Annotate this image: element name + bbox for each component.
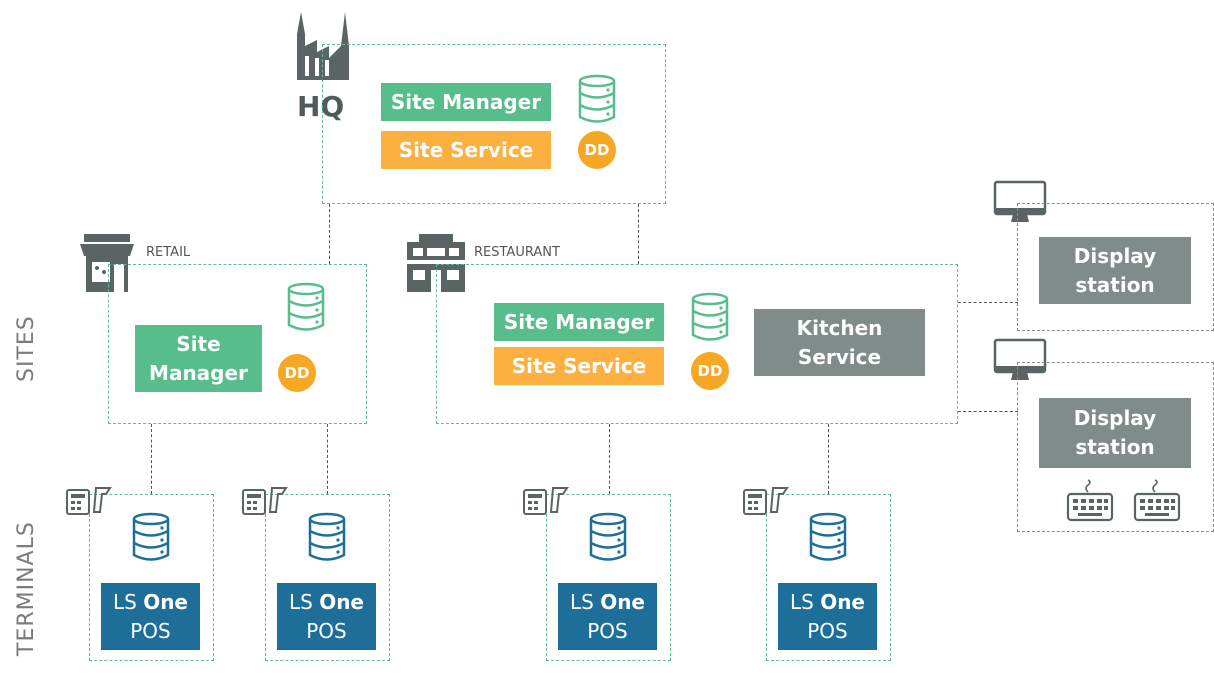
restaurant-label: RESTAURANT [474, 245, 560, 260]
restaurant-display2-connector [958, 411, 1018, 412]
pos-database-icon [809, 512, 847, 561]
keyboard-icon [1066, 479, 1114, 522]
restaurant-pos3-connector [609, 424, 610, 494]
ls-one-pos-2-line1: LS One [289, 588, 364, 617]
retail-site-manager: Site Manager [135, 325, 262, 392]
retail-pos1-connector [151, 424, 152, 494]
monitor-icon [993, 338, 1047, 380]
restaurant-dd-badge: DD [691, 352, 729, 390]
retail-dd-badge: DD [278, 354, 316, 392]
hq-box [322, 44, 666, 204]
keyboard-icon [1133, 479, 1181, 522]
ls-brand: LS [789, 589, 814, 614]
hq-building-icon [297, 12, 349, 80]
pos-database-icon [589, 512, 627, 561]
hq-site-service: Site Service [381, 131, 551, 169]
hq-retail-connector [329, 204, 330, 264]
retail-box [108, 264, 367, 424]
retail-label: RETAIL [146, 245, 191, 260]
hq-restaurant-connector [638, 204, 639, 264]
ls-one-pos-3-line2: POS [587, 618, 628, 643]
pos-terminal-box-1 [89, 494, 214, 661]
display-station-1-line2: station [1075, 272, 1155, 297]
display-station-1: Display station [1039, 237, 1191, 304]
pos-device-icon [523, 487, 569, 515]
ls-brand: LS [569, 589, 594, 614]
ls-one-pos-2: LS One POS [277, 583, 376, 650]
retail-pos2-connector [327, 424, 328, 494]
one-product: One [600, 589, 645, 614]
restaurant-display1-connector [958, 302, 1018, 303]
hq-dd-badge: DD [578, 131, 616, 169]
restaurant-site-manager: Site Manager [494, 303, 664, 341]
hq-database-icon [578, 74, 616, 123]
retail-database-icon [287, 282, 325, 331]
hq-label: HQ [297, 90, 345, 123]
ls-one-pos-1-line1: LS One [113, 588, 188, 617]
display-station-2: Display station [1039, 398, 1191, 468]
ls-one-pos-2-line2: POS [306, 618, 347, 643]
ls-one-pos-4-line1: LS One [790, 588, 865, 617]
ls-one-pos-4-line2: POS [807, 618, 848, 643]
ls-one-pos-3: LS One POS [558, 583, 657, 650]
display-station-2-line2: station [1075, 435, 1155, 459]
one-product: One [319, 589, 364, 614]
one-product: One [820, 589, 865, 614]
ls-one-pos-1: LS One POS [101, 583, 200, 650]
hq-site-manager: Site Manager [381, 83, 551, 121]
ls-one-pos-3-line1: LS One [570, 588, 645, 617]
pos-database-icon [132, 512, 170, 561]
pos-terminal-box-4 [766, 494, 891, 661]
pos-device-icon [242, 487, 288, 515]
restaurant-pos4-connector [828, 424, 829, 494]
retail-site-manager-line1: Site [176, 331, 221, 356]
kitchen-service-line2: Service [797, 344, 882, 369]
restaurant-box [436, 264, 958, 424]
sites-side-label: SITES [14, 315, 39, 382]
display-station-2-line1: Display [1073, 406, 1157, 430]
restaurant-site-service: Site Service [494, 347, 664, 385]
pos-database-icon [308, 512, 346, 561]
ls-one-pos-4: LS One POS [778, 583, 877, 650]
terminals-side-label: TERMINALS [14, 521, 39, 656]
monitor-icon [993, 180, 1047, 222]
pos-terminal-box-2 [265, 494, 390, 661]
retail-site-manager-line2: Manager [149, 360, 248, 385]
pos-device-icon [66, 487, 112, 515]
ls-brand: LS [288, 589, 313, 614]
kitchen-service-line1: Kitchen [796, 315, 883, 340]
display-station-1-line1: Display [1073, 243, 1157, 268]
ls-brand: LS [112, 589, 137, 614]
one-product: One [143, 589, 188, 614]
pos-terminal-box-3 [546, 494, 671, 661]
retail-store-icon [80, 234, 134, 292]
kitchen-service: Kitchen Service [754, 309, 925, 376]
restaurant-database-icon [691, 292, 729, 341]
pos-device-icon [743, 487, 789, 515]
ls-one-pos-1-line2: POS [130, 618, 171, 643]
